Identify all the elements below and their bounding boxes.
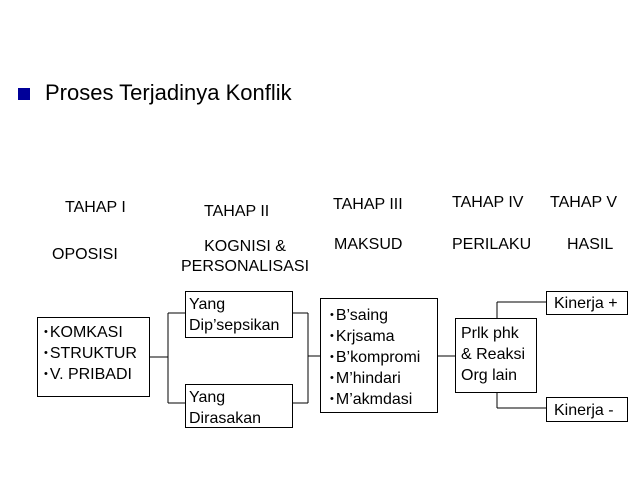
- felt-line: Dirasakan: [189, 410, 262, 427]
- outcome-positive-label: Kinerja +: [554, 295, 618, 312]
- stage-5-label: TAHAP V: [550, 194, 617, 211]
- intention-item: •M’hindari: [330, 370, 401, 387]
- sources-box: •KOMKASI •STRUKTUR •V. PRIBADI: [37, 317, 150, 397]
- behavior-line: Prlk phk: [461, 325, 519, 342]
- stage-1-name: OPOSISI: [52, 246, 118, 263]
- source-item: •STRUKTUR: [44, 345, 137, 362]
- perceived-line: Dip’sepsikan: [189, 317, 280, 334]
- source-item: •V. PRIBADI: [44, 366, 132, 383]
- stage-3-label: TAHAP III: [333, 196, 403, 213]
- stage-1-label: TAHAP I: [65, 199, 126, 216]
- behavior-line: Org lain: [461, 367, 518, 384]
- intention-item: •M’akmdasi: [330, 391, 413, 408]
- source-item: •KOMKASI: [44, 324, 123, 341]
- perceived-box: Yang Dip’sepsikan: [185, 291, 293, 338]
- outcome-positive-box: Kinerja +: [546, 291, 628, 315]
- intention-item: •B’kompromi: [330, 349, 421, 366]
- stage-2-name: KOGNISI & PERSONALISASI: [170, 238, 320, 276]
- intention-item: •Krjsama: [330, 328, 395, 345]
- intention-item: •B’saing: [330, 307, 389, 324]
- stage-4-label: TAHAP IV: [452, 194, 524, 211]
- felt-box: Yang Dirasakan: [185, 384, 293, 428]
- perceived-line: Yang: [189, 296, 226, 313]
- outcome-negative-box: Kinerja -: [546, 397, 628, 422]
- behavior-box: Prlk phk & Reaksi Org lain: [455, 318, 537, 393]
- stage-2-label: TAHAP II: [204, 203, 270, 220]
- stage-5-name: HASIL: [567, 236, 614, 253]
- slide-title: Proses Terjadinya Konflik: [45, 80, 292, 105]
- stage-4-name: PERILAKU: [452, 236, 532, 253]
- behavior-line: & Reaksi: [461, 346, 526, 363]
- stage-2-name-line: PERSONALISASI: [180, 258, 310, 275]
- intentions-box: •B’saing •Krjsama •B’kompromi •M’hindari…: [320, 298, 438, 413]
- felt-line: Yang: [189, 389, 226, 406]
- outcome-negative-label: Kinerja -: [554, 402, 614, 419]
- bullet-icon: [18, 88, 30, 100]
- stage-3-name: MAKSUD: [334, 236, 403, 253]
- stage-2-name-line: KOGNISI &: [204, 238, 286, 255]
